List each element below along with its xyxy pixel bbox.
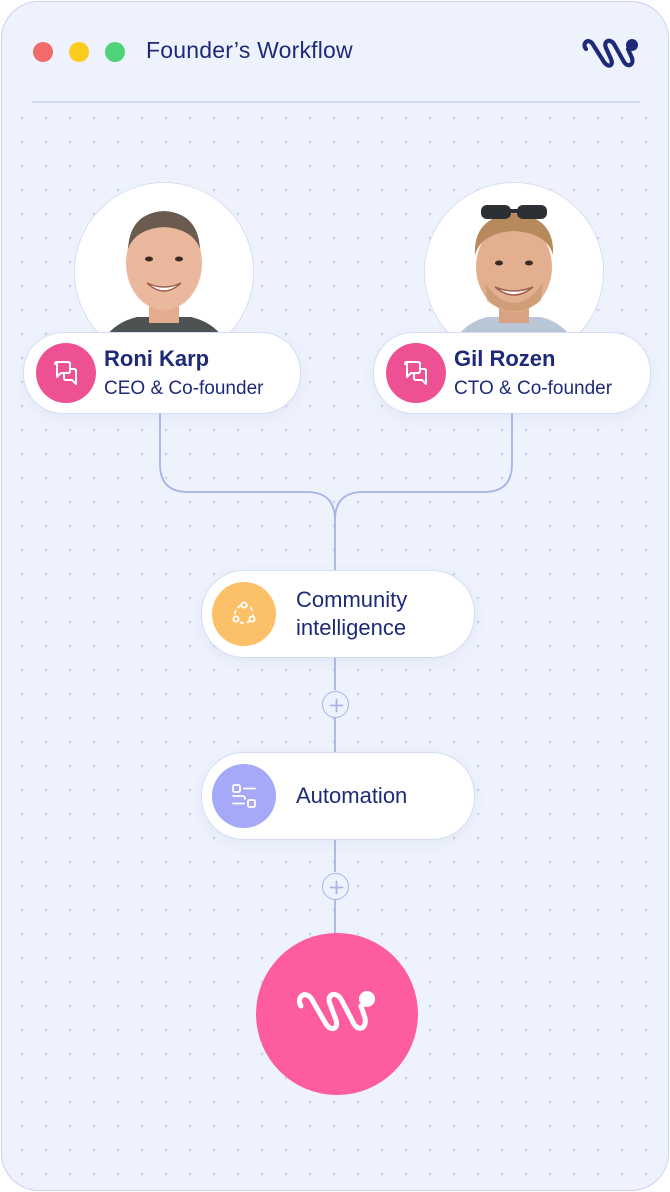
- step-label-line1: Community: [296, 587, 408, 612]
- step-label: Automation: [296, 783, 408, 808]
- brand-logo-icon: [582, 38, 638, 68]
- founder-role: CEO & Co-founder: [104, 378, 264, 399]
- portrait-illustration: [425, 183, 603, 361]
- add-step-button[interactable]: [322, 691, 349, 718]
- chat-bubbles-icon: [36, 343, 96, 403]
- community-nodes-icon: [212, 582, 276, 646]
- connector-right-founder: [334, 414, 513, 521]
- window-title: Founder’s Workflow: [146, 37, 353, 63]
- founder-card-gil-rozen[interactable]: Gil Rozen CTO & Co-founder: [373, 332, 651, 414]
- final-brand-node[interactable]: [256, 933, 418, 1095]
- brand-logo-icon: [296, 991, 375, 1032]
- plus-icon: [329, 698, 344, 713]
- founder-card-roni-karp[interactable]: Roni Karp CEO & Co-founder: [23, 332, 301, 414]
- connector-left-founder: [159, 414, 336, 570]
- plus-icon: [329, 880, 344, 895]
- step-label-line2: intelligence: [296, 615, 407, 640]
- step-automation[interactable]: Automation: [201, 752, 475, 840]
- title-divider: [32, 101, 640, 103]
- chat-bubbles-icon: [386, 343, 446, 403]
- minimize-window-button[interactable]: [69, 42, 89, 62]
- founder-name: Roni Karp: [104, 346, 210, 371]
- add-step-button[interactable]: [322, 873, 349, 900]
- maximize-window-button[interactable]: [105, 42, 125, 62]
- close-window-button[interactable]: [33, 42, 53, 62]
- founder-role: CTO & Co-founder: [454, 378, 613, 399]
- automation-flow-icon: [212, 764, 276, 828]
- title-bar: Founder’s Workflow: [2, 2, 668, 102]
- step-community-intelligence[interactable]: Community intelligence: [201, 570, 475, 658]
- founder-name: Gil Rozen: [454, 346, 556, 371]
